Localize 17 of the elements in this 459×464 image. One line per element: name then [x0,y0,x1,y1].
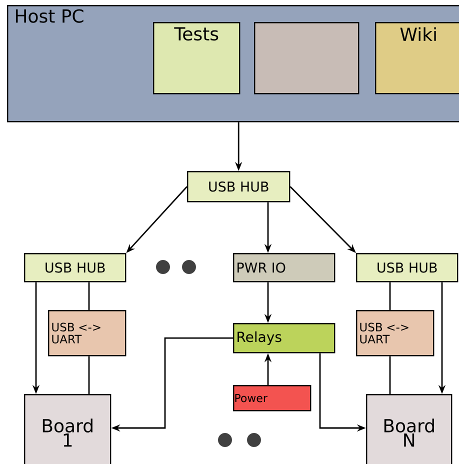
block: Tests [153,22,240,94]
block: Wiki [375,22,459,94]
block: PWR IO [233,253,336,282]
block: USB HUB [356,253,458,282]
connector-line [88,356,90,394]
block [254,22,360,94]
block: USB HUB [24,253,126,282]
block: Board 1 [24,394,112,464]
block: USB <-> UART [356,310,434,356]
block: USB HUB [187,171,290,202]
block: Board N [366,394,452,464]
block: Relays [233,323,336,354]
block: Power [233,385,312,412]
connector-line [88,282,90,310]
connector-line [389,356,391,394]
connector-line [389,282,391,310]
block: USB <-> UART [48,310,126,356]
